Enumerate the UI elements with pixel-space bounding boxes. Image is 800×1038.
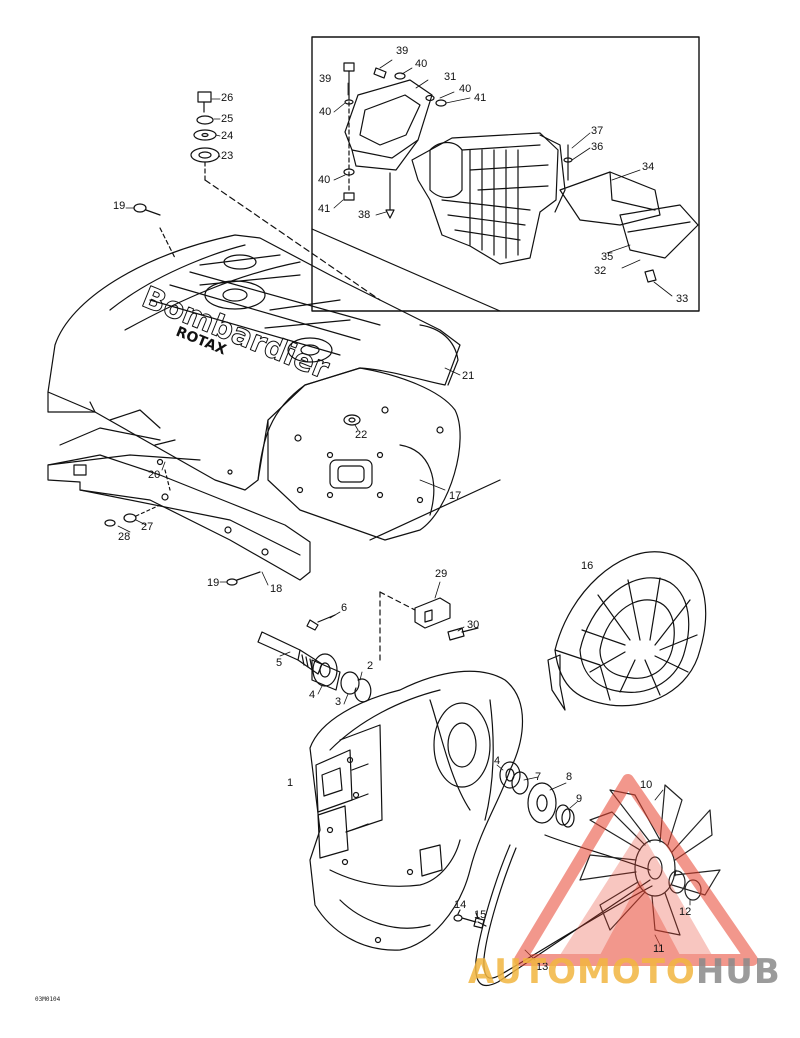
fan-guard [547,551,707,711]
label-part-41: 41 [474,92,487,104]
label-part-30: 30 [467,619,480,631]
label-part-21: 21 [462,370,475,382]
main-fan-housing [309,670,523,951]
watermark-text-accent: AUTOMOTO [468,952,696,992]
watermark-text-gray: HUB [695,952,781,992]
label-part-39: 39 [319,73,332,85]
label-part-38: 38 [358,209,371,221]
label-part-25: 25 [221,113,234,125]
label-part-16: 16 [581,560,594,572]
label-part-41: 41 [318,203,331,215]
label-part-34: 34 [642,161,655,173]
label-part-1: 1 [287,777,294,789]
leader-lines-inset [333,59,673,297]
hardware-stack [190,91,381,301]
bracket-29 [379,591,479,641]
label-part-9: 9 [576,793,583,805]
label-part-13: 13 [536,961,549,973]
label-part-2: 2 [367,660,374,672]
label-part-19: 19 [207,577,220,589]
inset-bolts [343,62,573,219]
fan-cover [47,234,461,491]
housing-bolt [453,909,487,929]
drawing-code: 03M0104 [35,996,61,1003]
label-part-33: 33 [676,293,689,305]
intake-silencer [411,132,566,265]
label-part-23: 23 [221,150,234,162]
label-part-6: 6 [341,602,348,614]
label-part-29: 29 [435,568,448,580]
belt-guard [47,409,311,581]
fan-shaft-assembly [257,591,381,703]
label-part-20: 20 [148,469,161,481]
cover-brand-text: Bombardier [137,280,334,387]
label-part-17: 17 [449,490,462,502]
label-part-18: 18 [270,583,283,595]
label-part-19: 19 [113,200,126,212]
watermark-text: AUTOMOTOHUB [468,955,781,989]
label-part-8: 8 [566,771,573,783]
label-part-37: 37 [591,125,604,137]
label-part-40: 40 [319,106,332,118]
label-part-4: 4 [494,755,501,767]
label-part-15: 15 [474,909,487,921]
label-part-22: 22 [355,429,368,441]
label-part-3: 3 [335,696,342,708]
label-part-31: 31 [444,71,457,83]
label-part-7: 7 [535,771,542,783]
label-part-11: 11 [653,943,665,955]
label-part-4: 4 [309,689,316,701]
label-part-26: 26 [221,92,234,104]
label-part-14: 14 [454,899,467,911]
air-duct [559,171,699,283]
label-part-24: 24 [221,130,234,142]
label-part-40: 40 [318,174,331,186]
intake-bracket [344,79,433,171]
label-part-27: 27 [141,521,154,533]
fan-housing [267,367,501,541]
label-part-28: 28 [118,531,131,543]
label-part-32: 32 [594,265,607,277]
label-part-5: 5 [276,657,283,669]
label-part-40: 40 [415,58,428,70]
label-part-12: 12 [679,906,692,918]
pulley-assembly [499,761,575,828]
watermark-logo [514,774,758,966]
label-part-35: 35 [601,251,614,263]
small-fasteners [104,203,261,586]
label-part-39: 39 [396,45,409,57]
label-part-40: 40 [459,83,472,95]
label-part-10: 10 [640,779,653,791]
label-part-36: 36 [591,141,604,153]
intake-inset-box [311,36,700,312]
